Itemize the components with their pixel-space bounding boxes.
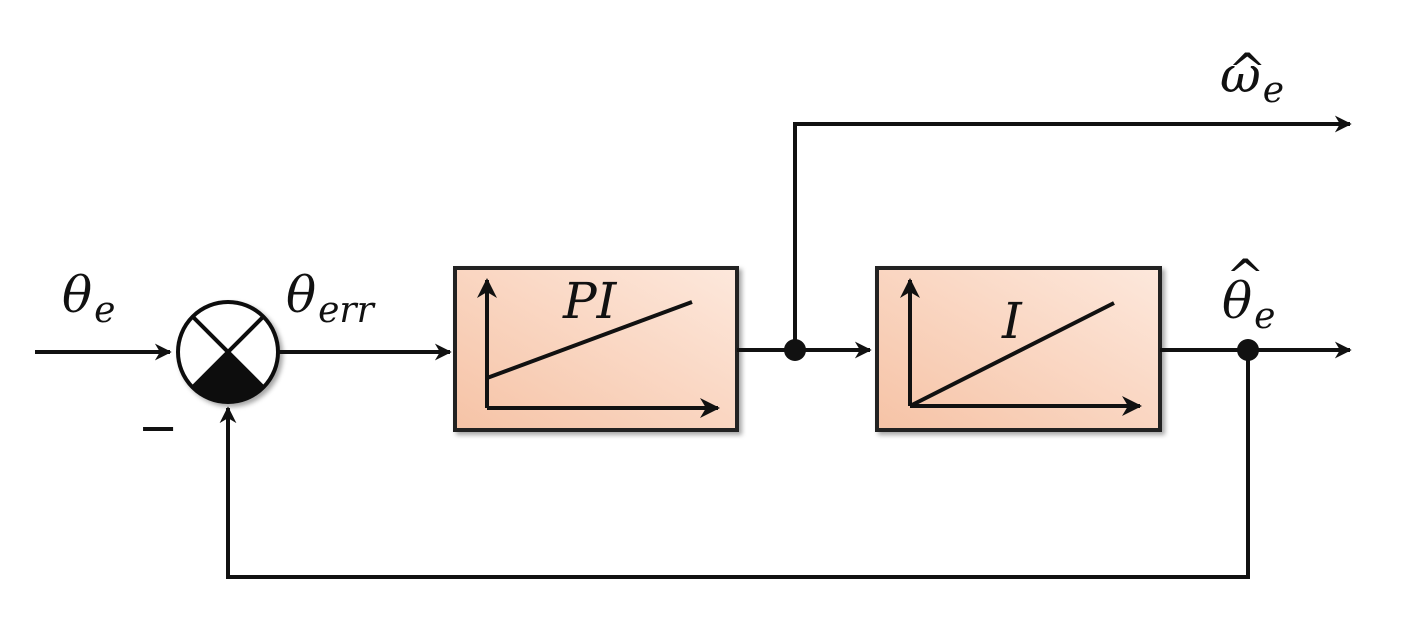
pi-block: PI: [453, 266, 739, 432]
feedback-sign: −: [138, 400, 178, 456]
integrator-block: I: [875, 266, 1162, 432]
speed-estimate-label: ωe ^: [1220, 43, 1284, 111]
pi-block-label: PI: [562, 272, 618, 330]
branch-node-speed: [784, 339, 806, 361]
speed-output-wire: [793, 115, 1352, 350]
angle-estimate-label: θe ^: [1222, 249, 1275, 337]
svg-text:θe: θe: [1222, 272, 1275, 337]
speed-estimate-hat: ^: [1228, 43, 1267, 97]
error-label: θerr: [286, 266, 376, 331]
i-graph-ramp: [909, 301, 1115, 408]
svg-text:ωe: ωe: [1220, 46, 1284, 111]
summing-junction: [176, 300, 280, 404]
input-label: θe: [62, 266, 115, 331]
pi-graph-ramp: [486, 300, 693, 380]
angle-estimate-hat: ^: [1226, 249, 1265, 303]
feedback-wire: [219, 350, 1250, 579]
integrator-block-label: I: [1001, 292, 1023, 350]
